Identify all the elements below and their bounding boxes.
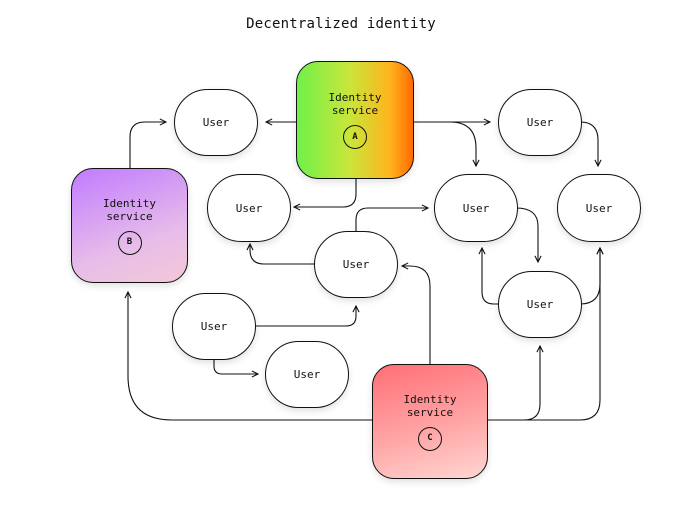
user-label: User [202, 116, 230, 129]
edge-c-to-far-right [488, 248, 600, 421]
user-node-top-left[interactable]: User [174, 89, 258, 156]
service-c-label: Identity service [403, 392, 457, 419]
edge-a-to-user-center-right [449, 121, 476, 166]
edge-lower-right-to-center-right [482, 248, 500, 305]
user-node-top-right[interactable]: User [498, 89, 582, 156]
user-label: User [293, 368, 321, 381]
edge-a-to-user-middle-left [294, 178, 357, 207]
edge-c-to-b [128, 292, 372, 421]
edge-center-to-center-right [355, 208, 428, 232]
edge-c-to-lower-right [488, 346, 540, 421]
user-label: User [526, 116, 554, 129]
edge-b-to-user-top-left [129, 122, 166, 168]
service-c-badge: C [418, 426, 442, 451]
user-node-lower-left[interactable]: User [172, 293, 256, 360]
user-node-middle-left[interactable]: User [207, 174, 291, 242]
user-label: User [235, 201, 263, 215]
user-label: User [462, 201, 490, 215]
edge-user-top-right-to-far-right [579, 121, 598, 166]
identity-service-a[interactable]: Identity service A [296, 61, 414, 179]
user-label: User [585, 201, 613, 215]
service-a-label: Identity service [328, 91, 382, 117]
edge-lower-left-to-center [254, 306, 356, 327]
user-label: User [200, 320, 228, 333]
service-b-badge: B [117, 230, 142, 255]
identity-service-b[interactable]: Identity service B [71, 168, 188, 283]
user-node-bottom[interactable]: User [265, 341, 349, 408]
edge-c-to-center [402, 266, 431, 364]
user-node-far-right[interactable]: User [557, 174, 641, 242]
diagram-title: Decentralized identity [246, 16, 436, 32]
edge-lower-right-to-far-right [579, 248, 600, 305]
edge-center-to-middle-left [250, 244, 316, 265]
user-node-center-right[interactable]: User [434, 174, 518, 242]
service-b-label: Identity service [103, 196, 156, 223]
user-label: User [526, 298, 554, 311]
user-label: User [342, 258, 370, 271]
user-node-center[interactable]: User [314, 231, 398, 298]
service-a-badge: A [343, 125, 367, 149]
edge-center-right-to-lower-right [515, 207, 538, 262]
user-node-lower-right[interactable]: User [498, 271, 582, 338]
identity-service-c[interactable]: Identity service C [372, 364, 488, 479]
edge-lower-left-to-bottom [213, 360, 258, 374]
